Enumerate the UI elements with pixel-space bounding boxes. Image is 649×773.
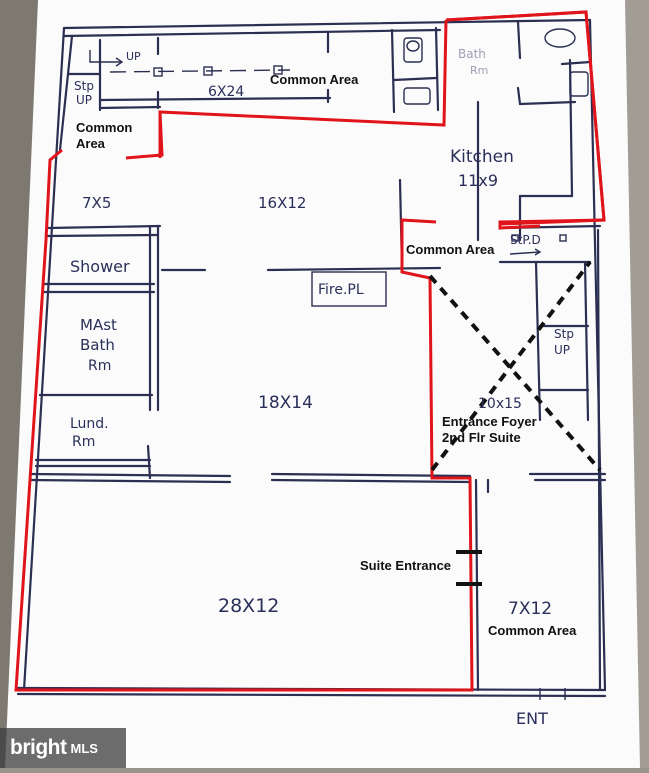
- toilet-bowl-icon: [406, 40, 420, 52]
- label-common-area-bottom: Common Area: [488, 623, 577, 638]
- foyer-cross: [428, 260, 602, 472]
- label-common-area-left-1: Common: [76, 120, 132, 135]
- fireplace-label: Fire.PL: [318, 282, 364, 298]
- label-entrance-foyer-2: 2nd Flr Suite: [442, 430, 521, 445]
- sink-icon-2: [569, 71, 589, 97]
- watermark-suffix: MLS: [70, 740, 98, 756]
- shower-label: Shower: [70, 257, 130, 276]
- room-28x12: 28X12: [218, 595, 279, 617]
- up-arrow-icon: [89, 50, 124, 67]
- mast-bath-1: MAst: [80, 316, 117, 334]
- room-7x5: 7X5: [82, 194, 111, 212]
- paper-sheet: [5, 0, 640, 768]
- room-7x12: 7X12: [508, 599, 552, 619]
- typed-labels: Common Area Common Area Common Area Entr…: [76, 72, 577, 638]
- sink-icon: [403, 87, 431, 105]
- mast-bath-2: Bath: [80, 336, 115, 354]
- watermark-brand: bright: [10, 736, 67, 759]
- stair-top-2: UP: [76, 93, 92, 107]
- hall-markers: [153, 65, 283, 77]
- toilet-icon-2: [544, 28, 576, 48]
- kitchen-label: Kitchen: [450, 147, 514, 167]
- handwritten-labels: UP 6X24 Stp UP Bath Rm Kitchen 11x9 7X5 …: [70, 47, 574, 728]
- hall-dim: 6X24: [208, 84, 244, 100]
- up-label: UP: [126, 50, 141, 63]
- stair-up-2: UP: [554, 343, 570, 357]
- toilet-icon: [403, 37, 423, 63]
- label-common-area-left-2: Area: [76, 136, 106, 151]
- label-suite-entrance: Suite Entrance: [360, 558, 451, 573]
- foyer-dim: 10x15: [478, 396, 522, 412]
- laundry-2: Rm: [72, 434, 95, 450]
- label-common-area-top: Common Area: [270, 72, 359, 87]
- stair-up-1: Stp: [554, 327, 574, 341]
- laundry-1: Lund.: [70, 416, 109, 432]
- room-16x12: 16X12: [258, 194, 306, 212]
- bright-mls-watermark: bright MLS: [0, 728, 126, 768]
- fixtures: [403, 28, 589, 242]
- bath-label-2: Rm: [470, 64, 488, 77]
- label-entrance-foyer-1: Entrance Foyer: [442, 414, 537, 429]
- stair-down-arrow-icon: [509, 248, 542, 256]
- kitchen-dim: 11x9: [458, 171, 498, 190]
- stair-down-label: StP.D: [510, 233, 541, 247]
- label-common-area-mid: Common Area: [406, 242, 495, 257]
- mast-bath-3: Rm: [88, 358, 111, 374]
- entrance-mark: ENT: [516, 709, 548, 728]
- stair-top-1: Stp: [74, 79, 94, 93]
- room-18x14: 18X14: [258, 393, 313, 413]
- bath-label: Bath: [458, 47, 486, 61]
- suite-outline: [14, 10, 606, 692]
